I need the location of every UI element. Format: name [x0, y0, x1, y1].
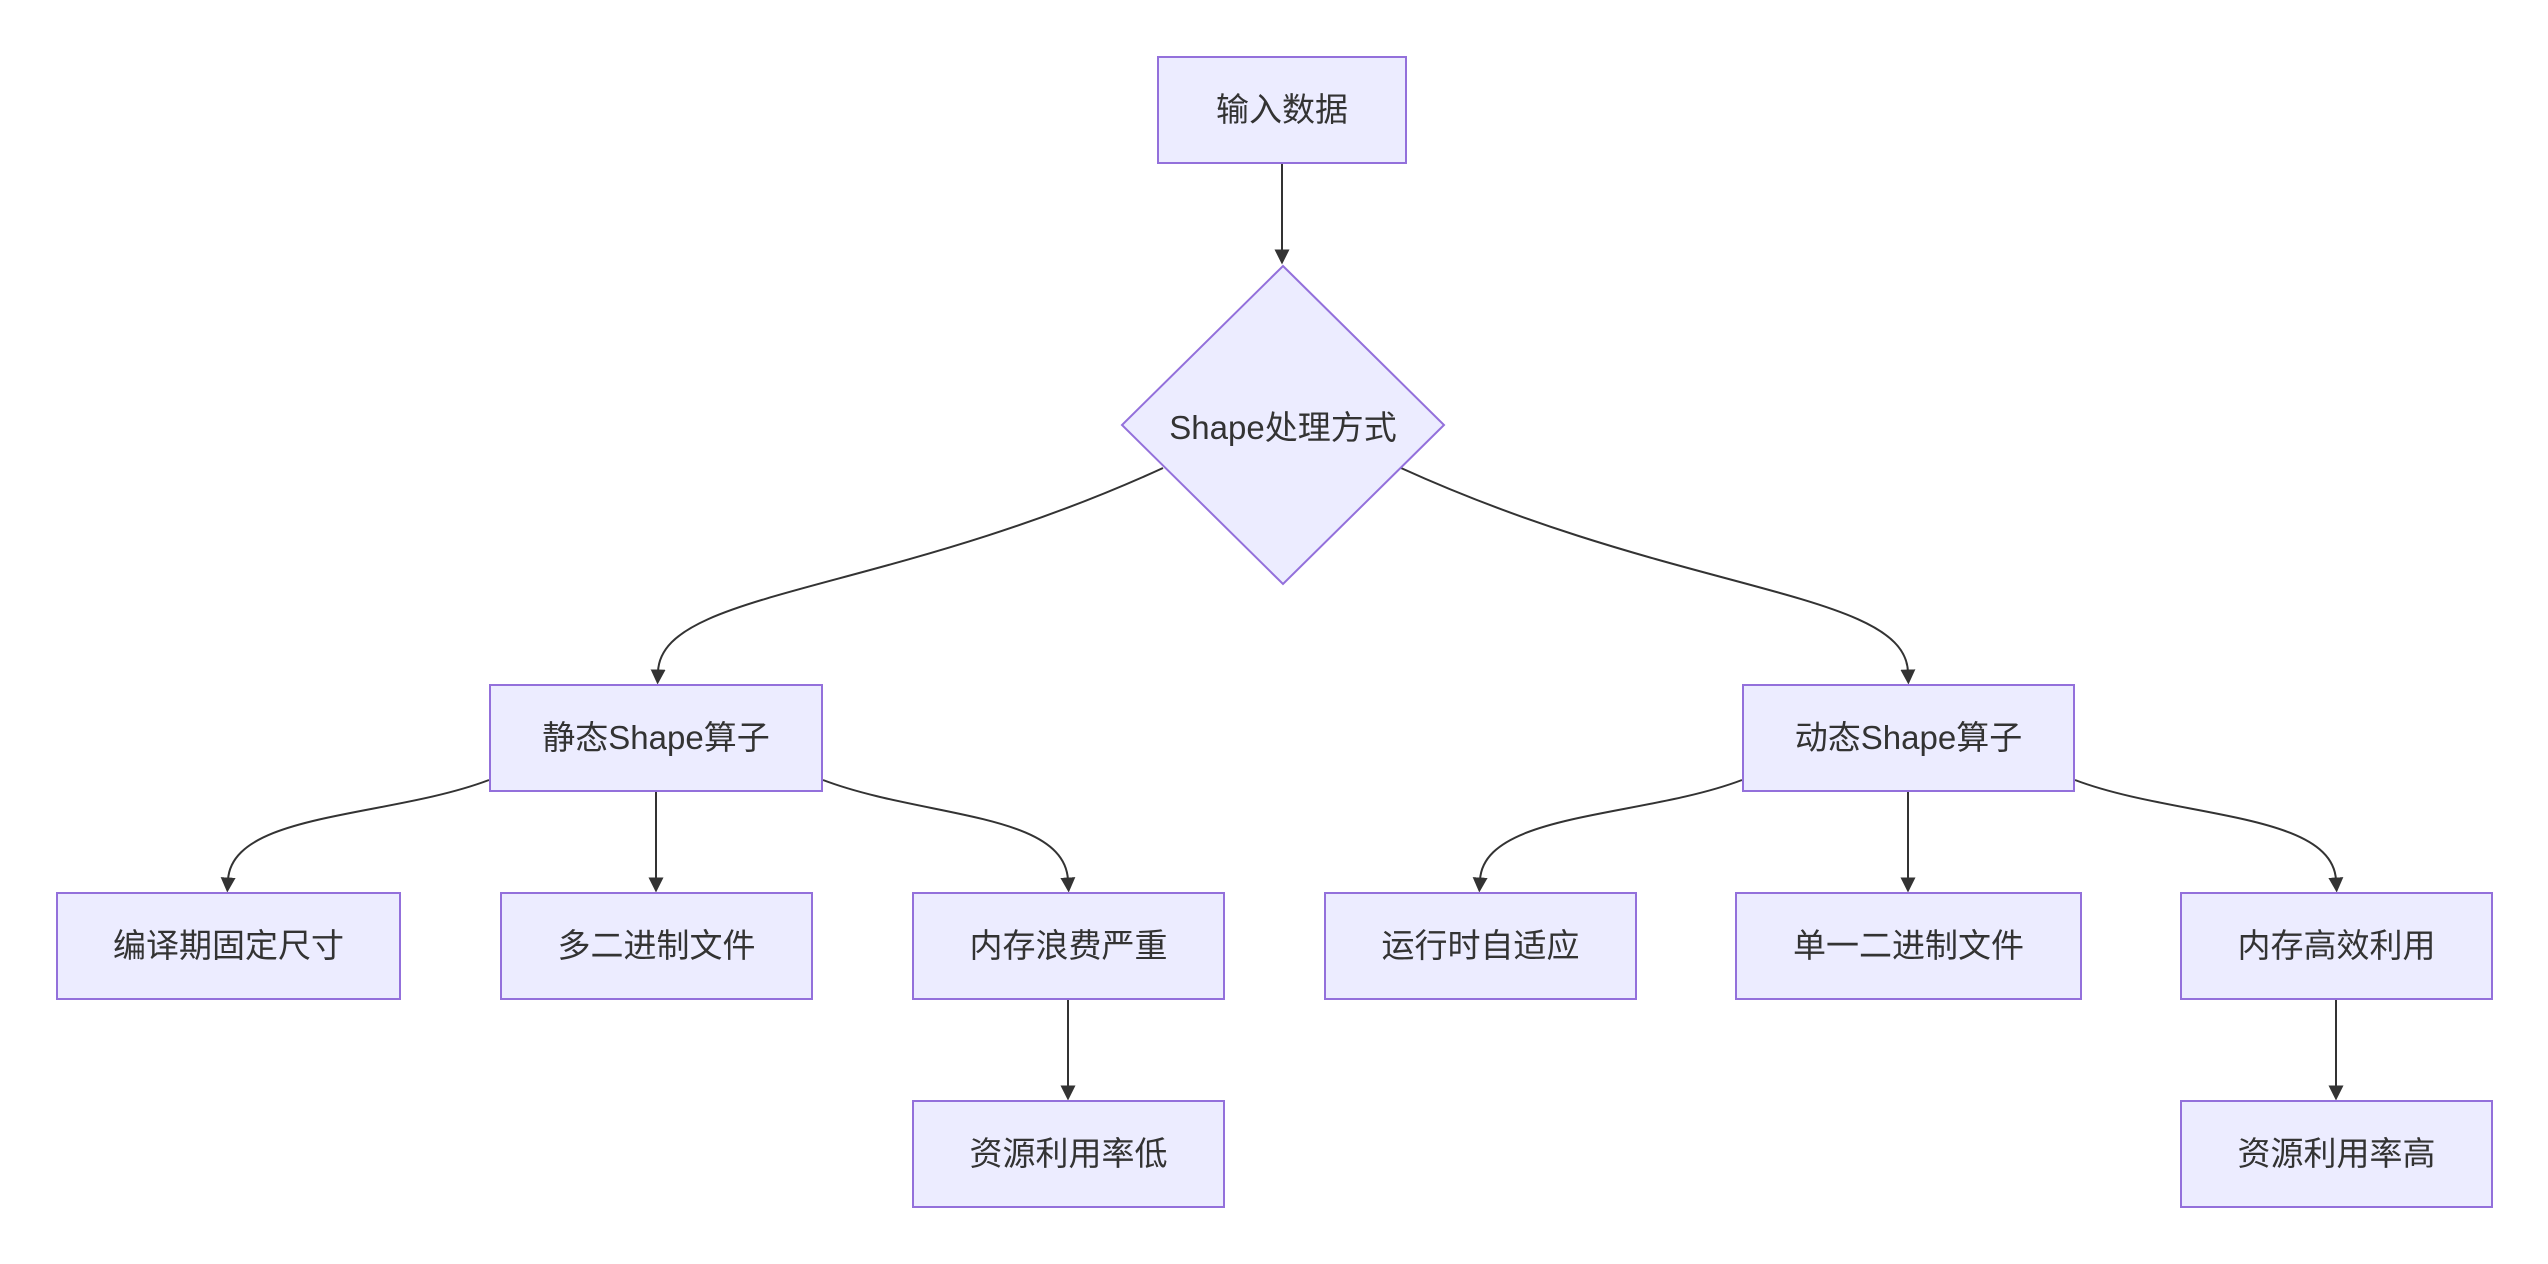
node-dynamic-op: 动态Shape算子	[1742, 684, 2075, 792]
edge-static-to-fixed-size	[220, 779, 490, 893]
node-static-op-label: 静态Shape算子	[542, 719, 770, 757]
node-multi-binary-label: 多二进制文件	[557, 927, 756, 965]
node-input: 输入数据	[1157, 56, 1407, 164]
node-runtime-adaptive: 运行时自适应	[1324, 892, 1637, 1000]
node-runtime-adaptive-label: 运行时自适应	[1381, 927, 1580, 965]
node-high-utilization: 资源利用率高	[2180, 1100, 2493, 1208]
edge-dynamic-to-runtime-adaptive	[1472, 779, 1743, 893]
node-low-utilization: 资源利用率低	[912, 1100, 1225, 1208]
node-single-binary: 单一二进制文件	[1735, 892, 2082, 1000]
edge-decision-to-static	[650, 467, 1164, 685]
node-dynamic-op-label: 动态Shape算子	[1794, 719, 2023, 757]
node-decision-diamond	[1120, 264, 1446, 586]
node-fixed-size: 编译期固定尺寸	[56, 892, 401, 1000]
edge-decision-to-dynamic	[1400, 467, 1916, 685]
node-memory-waste: 内存浪费严重	[912, 892, 1225, 1000]
edge-dynamic-to-memory-efficient	[2074, 779, 2344, 893]
node-static-op: 静态Shape算子	[489, 684, 823, 792]
edge-static-to-memory-waste	[822, 779, 1076, 893]
node-memory-efficient-label: 内存高效利用	[2237, 927, 2436, 965]
node-input-label: 输入数据	[1216, 91, 1348, 129]
node-decision-label: Shape处理方式	[1169, 409, 1397, 446]
node-low-utilization-label: 资源利用率低	[969, 1135, 1168, 1173]
node-fixed-size-label: 编译期固定尺寸	[113, 927, 344, 965]
node-memory-efficient: 内存高效利用	[2180, 892, 2493, 1000]
node-high-utilization-label: 资源利用率高	[2237, 1135, 2436, 1173]
node-multi-binary: 多二进制文件	[500, 892, 813, 1000]
node-single-binary-label: 单一二进制文件	[1793, 927, 2024, 965]
node-memory-waste-label: 内存浪费严重	[969, 927, 1168, 965]
